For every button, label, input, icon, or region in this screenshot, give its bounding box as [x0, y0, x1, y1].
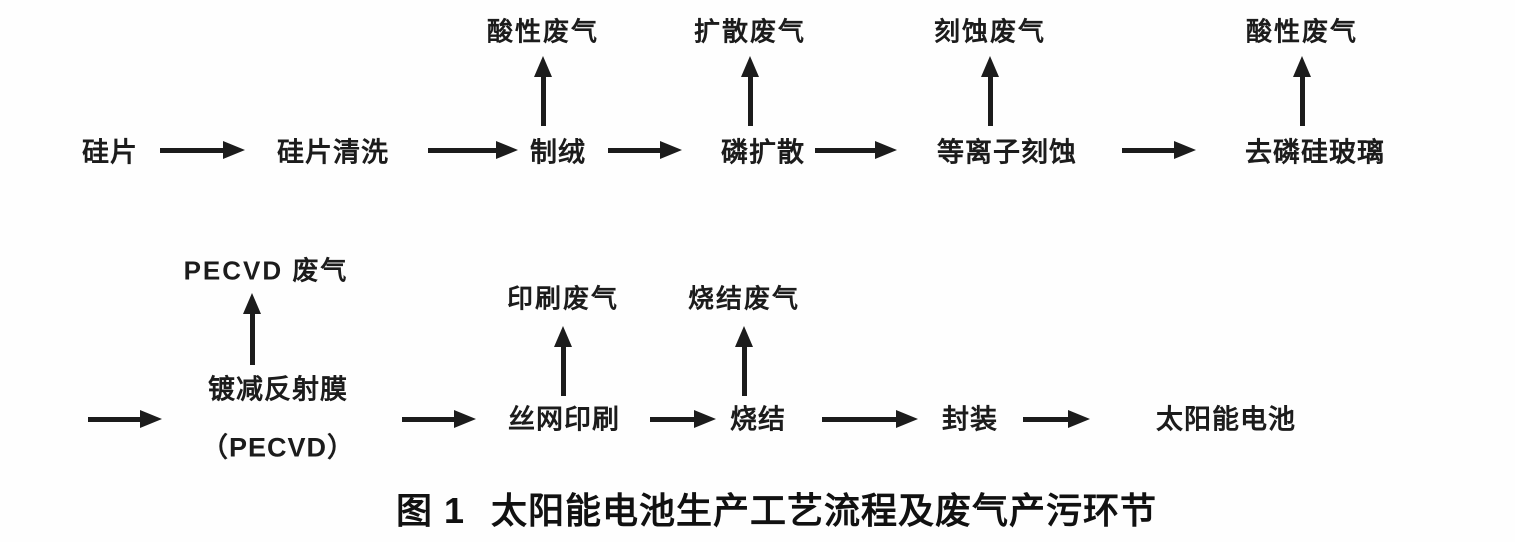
arrow-right-icon: [1023, 409, 1090, 429]
arrow-right-icon: [402, 409, 476, 429]
arrow-up-icon: [1291, 56, 1313, 126]
waste-printing-gas: 印刷废气: [506, 283, 620, 314]
figure-caption: 图 1 太阳能电池生产工艺流程及废气产污环节: [396, 482, 1157, 534]
waste-etching-gas: 刻蚀废气: [933, 16, 1047, 47]
arrow-up-icon: [241, 293, 263, 365]
step-texturing: 制绒: [530, 137, 586, 168]
step-screen-printing: 丝网印刷: [508, 404, 620, 435]
arrow-up-icon: [979, 56, 1001, 126]
arrow-right-icon: [815, 140, 897, 160]
step-phosphorus-diffusion: 磷扩散: [721, 137, 805, 168]
figure-caption-title: 太阳能电池生产工艺流程及废气产污环节: [491, 490, 1158, 531]
arrow-right-icon: [88, 409, 162, 429]
arrow-up-icon: [733, 326, 755, 396]
step-wafer-cleaning: 硅片清洗: [277, 137, 389, 168]
arrow-right-icon: [160, 140, 245, 160]
figure-caption-index: 图 1: [396, 490, 466, 531]
step-arc-coating-sub: （PECVD）: [200, 432, 356, 463]
arrow-up-icon: [552, 326, 574, 396]
step-solar-cell: 太阳能电池: [1156, 404, 1296, 435]
arrow-right-icon: [822, 409, 918, 429]
arrow-right-icon: [608, 140, 682, 160]
step-plasma-etching: 等离子刻蚀: [937, 137, 1077, 168]
arrow-right-icon: [1122, 140, 1196, 160]
step-encapsulation: 封装: [942, 404, 998, 435]
step-psg-removal: 去磷硅玻璃: [1245, 137, 1385, 168]
waste-sintering-gas: 烧结废气: [687, 283, 801, 314]
step-sintering: 烧结: [730, 404, 786, 435]
arrow-up-icon: [532, 56, 554, 126]
waste-acid-gas-texturing: 酸性废气: [486, 16, 600, 47]
waste-acid-gas-psg: 酸性废气: [1245, 16, 1359, 47]
waste-pecvd-gas: PECVD 废气: [183, 255, 349, 286]
arrow-right-icon: [650, 409, 716, 429]
step-silicon-wafer: 硅片: [82, 137, 138, 168]
waste-diffusion-gas: 扩散废气: [693, 16, 807, 47]
arrow-up-icon: [739, 56, 761, 126]
arrow-right-icon: [428, 140, 518, 160]
step-arc-coating: 镀减反射膜: [208, 374, 348, 405]
